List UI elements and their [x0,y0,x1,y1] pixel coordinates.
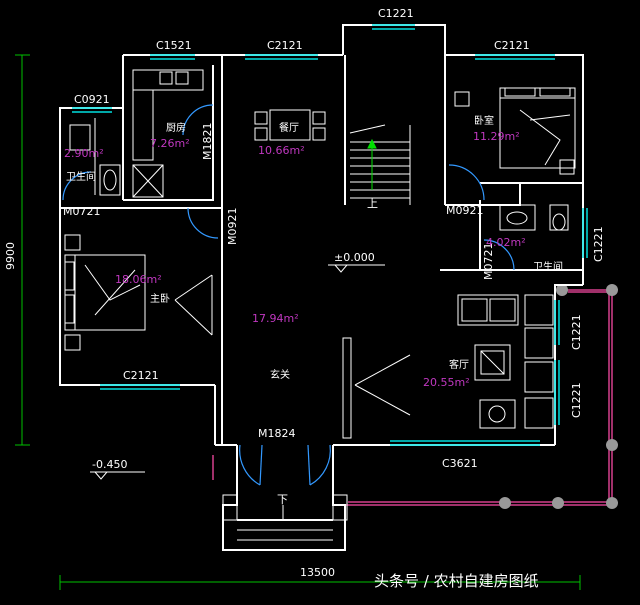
dining-table [254,109,326,141]
label-c2121-right: C2121 [494,39,530,52]
label-c1521: C1521 [156,39,192,52]
label-up: 上 [367,197,378,210]
door-swings [62,104,515,486]
watermark-text: 头条号 / 农村自建房图纸 [374,572,539,590]
walls [59,24,584,551]
master-lamp [174,274,213,336]
room-dining-area: 10.66m² [258,144,305,157]
label-m0721-right: M0721 [482,243,495,281]
stair-arrow [367,138,377,190]
terrace-outline [212,289,613,506]
label-c2121-bottom: C2121 [123,369,159,382]
label-c2121-mid: C2121 [267,39,303,52]
room-bath-west-name: 卫生间 [66,170,96,183]
label-m0921-left: M0921 [226,208,239,246]
bath-west-fixtures [69,118,121,196]
label-dim-vertical: 9900 [4,242,17,270]
master-bed [64,234,146,351]
elevation-marks [90,264,385,480]
room-kitchen-area: 7.26m² [150,137,190,150]
porch-steps [222,494,348,541]
label-m1821: M1821 [201,123,214,161]
label-c1221-living-1: C1221 [570,314,583,350]
room-bedroom-ne-area: 11.29m² [473,130,520,143]
room-master-area: 18.06m² [115,273,162,286]
room-living-area: 20.55m² [423,376,470,389]
label-elevation-main: ±0.000 [334,251,375,264]
label-m0921-right: M0921 [446,204,484,217]
label-m0721-left: M0721 [63,205,101,218]
room-master-name: 主卧 [150,292,170,305]
room-dining-name: 餐厅 [279,121,299,134]
room-bedroom-ne-name: 卧室 [474,114,494,127]
label-dim-horizontal: 13500 [300,566,335,579]
kitchen-fixtures [132,69,204,198]
label-down: 下 [277,493,288,506]
bath-east-fixtures [499,204,569,231]
dimension-lines [15,54,581,590]
staircase [349,124,411,205]
terrace-columns [499,284,618,509]
room-bath-east-area: 4.02m² [486,236,526,249]
room-living-name: 客厅 [449,358,469,371]
label-elevation-outside: -0.450 [92,458,127,471]
room-foyer-name: 玄关 [270,368,290,381]
label-c1221-top: C1221 [378,7,414,20]
label-m1824: M1824 [258,427,296,440]
label-c1221-living-2: C1221 [570,382,583,418]
room-bath-east-name: 卫生间 [533,260,563,273]
label-c1221-bath: C1221 [592,226,605,262]
tv-wall [342,337,411,439]
room-bath-west-area: 2.90m² [64,147,104,160]
room-foyer-area: 17.94m² [252,312,299,325]
bedroom-ne-bed [454,87,576,175]
living-sofas [457,294,554,429]
windows [72,24,588,446]
room-kitchen-name: 厨房 [166,121,186,134]
label-c3621: C3621 [442,457,478,470]
label-c0921: C0921 [74,93,110,106]
